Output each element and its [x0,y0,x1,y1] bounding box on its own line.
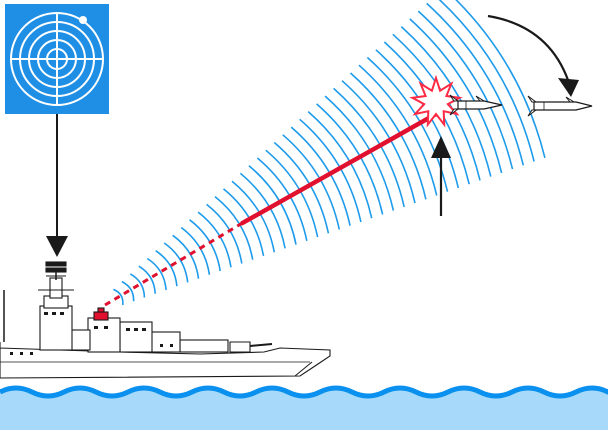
sea-water [0,388,608,430]
radar-wave-arc [375,49,460,189]
radar-wave-arc [341,80,416,204]
explosion [409,74,463,128]
radar-wave-arc [349,72,427,200]
radar-wave-arc [214,195,254,260]
beam-solid [240,111,439,226]
radar-wave-arc [113,288,124,306]
tracking-beam [104,111,439,307]
radar-wave-arc [307,110,373,219]
radar-wave-arc [121,280,135,302]
radar-wave-arc [290,126,351,226]
radar-wave-arc [358,64,438,196]
second-missile [527,95,593,117]
explosion-burst [409,74,463,128]
radar-wave-arc [206,203,243,264]
radar-wave-arc [146,257,167,290]
radar-wave-arc [324,95,395,211]
ship-emitter [93,307,109,321]
beam-dashes [104,221,244,307]
sea-wave-line [0,385,608,399]
radar-wave-arc [163,242,189,283]
arrow-curved [487,14,579,97]
radar-screen-icon [5,4,109,114]
sea [0,385,608,430]
arrow-radar-to-ship [46,114,68,257]
radar-wave-arc [417,10,514,170]
radar-wave-arc [155,250,178,287]
radar-wave-arcs [113,0,546,306]
radar-wave-arc [438,0,535,162]
radar-wave-arc [455,0,546,158]
arrow-up [431,136,451,216]
radar-wave-arc [299,118,362,223]
radar-wave-arc [316,103,384,215]
radar-blip [79,16,87,24]
radar-wave-arc [409,18,503,174]
radar-wave-arc [138,265,156,294]
radar-wave-arc [129,273,146,298]
radar-wave-arc [426,2,525,166]
radar-wave-arc [197,211,232,268]
radar-wave-arc [366,56,449,192]
incoming-missile [449,94,503,116]
warship [0,261,331,379]
radar-wave-arc [333,87,405,208]
radar-wave-arc [400,26,492,177]
